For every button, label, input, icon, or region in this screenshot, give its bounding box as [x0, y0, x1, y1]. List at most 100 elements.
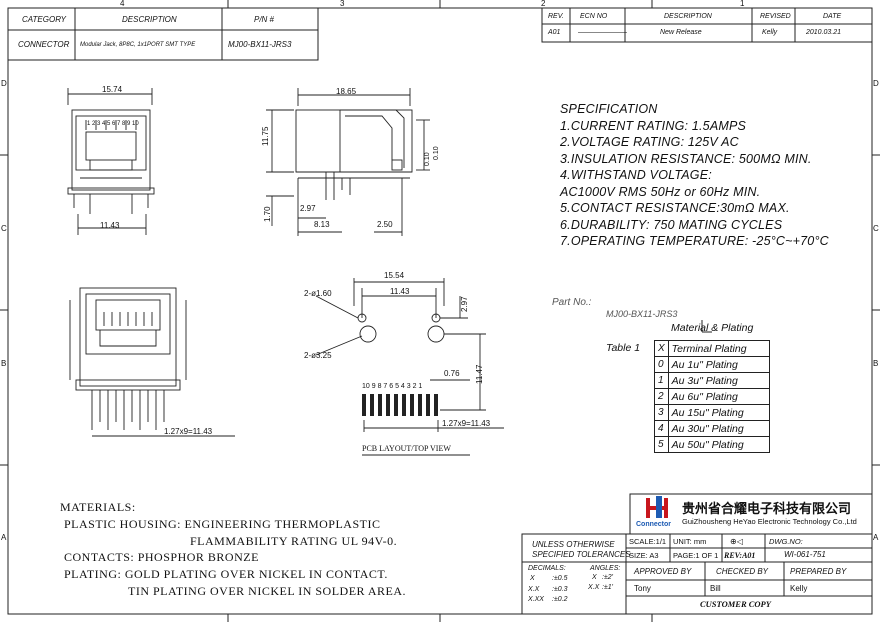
- scale-text: SCALE:1/1: [629, 537, 667, 546]
- zone-top-3: 3: [340, 0, 345, 8]
- dim-side-length: 18.65: [336, 87, 357, 96]
- revdesc-value: New Release: [660, 29, 702, 36]
- tol-xx: X.X: [528, 586, 540, 593]
- pn-value: MJ00-BX11-JRS3: [228, 40, 292, 49]
- dim-pcb-hole-small: 2-ø1.60: [304, 289, 332, 298]
- tol-angle-xx: X.X: [588, 584, 600, 591]
- dim-pcb-pitch: 1.27x9=11.43: [442, 419, 491, 428]
- spec-line: 3.INSULATION RESISTANCE: 500MΩ MIN.: [560, 151, 812, 166]
- table-cell: 0: [654, 356, 669, 373]
- revised-value: Kelly: [762, 29, 778, 36]
- zone-right-c: C: [873, 224, 879, 233]
- projection-symbol-icon: ⊕◁: [730, 537, 743, 546]
- spec-line: 2.VOLTAGE RATING: 125V AC: [560, 135, 739, 149]
- revised-header: REVISED: [760, 13, 791, 20]
- checker-name: Bill: [710, 584, 721, 593]
- date-header: DATE: [823, 13, 842, 20]
- company-name-cn: 贵州省合耀电子科技有限公司: [682, 501, 852, 516]
- table-cell: Au 3u" Plating: [667, 372, 770, 389]
- tol-angle-x-val: :±2': [602, 574, 614, 581]
- dim-side-tol-b: 0.10: [433, 146, 440, 160]
- part-no-value: MJ00-BX11-JRS3: [606, 309, 678, 319]
- pcb-layout: [315, 278, 504, 432]
- tol-decimals: DECIMALS:: [528, 565, 566, 572]
- materials-line: TIN PLATING OVER NICKEL IN SOLDER AREA.: [128, 584, 407, 598]
- company-logo-mark: [646, 496, 668, 518]
- dwg-no-value: WI-061-751: [784, 550, 826, 559]
- table-cell: Au 30u" Plating: [667, 420, 770, 437]
- table-cell: Terminal Plating: [667, 340, 770, 357]
- tol-x: X: [530, 575, 535, 582]
- materials-line: FLAMMABILITY RATING UL 94V-0.: [190, 534, 398, 548]
- table-cell: 1: [654, 372, 669, 389]
- tol-title-1: UNLESS OTHERWISE: [532, 540, 615, 549]
- spec-line: 7.OPERATING TEMPERATURE: -25°C~+70°C: [560, 234, 829, 248]
- part-no-label: Part No.:: [552, 297, 592, 308]
- zone-left-c: C: [1, 224, 7, 233]
- table-cell: Au 50u" Plating: [667, 436, 770, 453]
- rear-view: [69, 287, 235, 437]
- dim-side-pin-h: 1.70: [263, 206, 272, 222]
- pcb-pin-numbers: 10 9 8 7 6 5 4 3 2 1: [362, 383, 423, 390]
- zone-right-b: B: [873, 359, 879, 368]
- customer-copy: CUSTOMER COPY: [700, 599, 771, 609]
- tol-x-val: :±0.5: [552, 575, 568, 582]
- company-name-en: GuiZhousheng HeYao Electronic Technology…: [682, 517, 857, 526]
- checked-by-label: CHECKED BY: [716, 567, 769, 576]
- materials-line: PLATING: GOLD PLATING OVER NICKEL IN CON…: [64, 567, 388, 581]
- zone-right-d: D: [873, 79, 879, 88]
- prepared-by-label: PREPARED BY: [790, 567, 847, 576]
- zone-left-b: B: [1, 359, 7, 368]
- materials-line: PLASTIC HOUSING: ENGINEERING THERMOPLAST…: [64, 517, 381, 531]
- spec-line: 6.DURABILITY: 750 MATING CYCLES: [560, 217, 783, 232]
- zone-top-1: 1: [740, 0, 745, 8]
- size-text: SIZE: A3: [629, 551, 659, 560]
- table-cell: 5: [654, 436, 669, 453]
- material-plating-callout: Material & Plating: [671, 322, 754, 334]
- approver-name: Tony: [634, 584, 651, 593]
- category-value: CONNECTOR: [18, 40, 70, 49]
- spec-line: 4.WITHSTAND VOLTAGE:: [560, 168, 712, 182]
- dim-pcb-width: 15.54: [384, 271, 405, 280]
- dim-front-width: 15.74: [102, 85, 123, 94]
- tol-xx-val: :±0.3: [552, 586, 568, 593]
- dim-pcb-297: 2.97: [460, 296, 469, 312]
- description-value: Modular Jack, 8P8C, 1x1PORT SMT TYPE: [80, 42, 196, 48]
- spec-title: SPECIFICATION: [560, 102, 658, 116]
- front-view: [67, 88, 155, 235]
- dim-front-base: 11.43: [100, 221, 120, 230]
- dim-side-tol-a: 0.10: [424, 152, 431, 166]
- table-cell: Au 15u" Plating: [667, 404, 770, 421]
- spec-line: 5.CONTACT RESISTANCE:30mΩ MAX.: [560, 201, 790, 215]
- rev-header: REV.: [548, 13, 564, 20]
- tol-angle-xx-val: :±1': [602, 584, 614, 591]
- table-cell: 4: [654, 420, 669, 437]
- dim-pcb-1147: 11.47: [475, 364, 484, 384]
- dim-side-297: 2.97: [300, 204, 316, 213]
- table-cell: 2: [654, 388, 669, 405]
- tol-angles: ANGLES:: [590, 565, 621, 572]
- description-header: DESCRIPTION: [122, 15, 177, 24]
- table-label: Table 1: [606, 342, 641, 354]
- ecn-header: ECN NO: [580, 13, 608, 20]
- ecn-value: ———————: [578, 29, 627, 36]
- materials-line: CONTACTS: PHOSPHOR BRONZE: [64, 550, 259, 564]
- zone-left-a: A: [1, 533, 7, 542]
- dim-pcb-076: 0.76: [444, 369, 460, 378]
- preparer-name: Kelly: [790, 584, 808, 593]
- zone-right-a: A: [873, 533, 879, 542]
- side-view: [266, 88, 430, 236]
- pn-header: P/N #: [254, 15, 275, 24]
- materials-title: MATERIALS:: [60, 500, 136, 514]
- rev-text: REV:A01: [724, 551, 756, 560]
- table-cell: 3: [654, 404, 669, 421]
- tol-title-2: SPECIFIED TOLERANCES: [532, 550, 631, 559]
